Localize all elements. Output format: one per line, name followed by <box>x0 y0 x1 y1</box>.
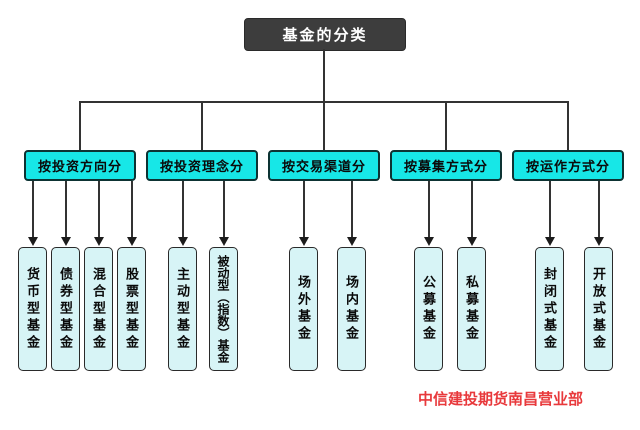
arrow-down-icon <box>218 237 229 246</box>
connector-arrow <box>181 181 184 238</box>
arrow-down-icon <box>60 237 71 246</box>
connector-arrow <box>427 181 430 238</box>
credit-text: 中信建投期货南昌营业部 <box>418 391 584 408</box>
connector-line <box>201 101 203 150</box>
connector-arrow <box>31 181 34 238</box>
connector-arrow <box>97 181 100 238</box>
arrow-down-icon <box>346 237 357 246</box>
arrow-down-icon <box>126 237 137 246</box>
arrow-down-icon <box>177 237 188 246</box>
connector-arrow <box>350 181 353 238</box>
connector-arrow <box>302 181 305 238</box>
leaf-node-money-fund: 货币型基金 <box>18 247 47 371</box>
category-node-investment-direction: 按投资方向分 <box>24 150 136 181</box>
connector-arrow <box>222 181 225 238</box>
connector-arrow <box>548 181 551 238</box>
leaf-node-stock-fund: 股票型基金 <box>117 247 146 371</box>
category-node-operation-method: 按运作方式分 <box>512 150 624 181</box>
arrow-down-icon <box>593 237 604 246</box>
category-node-trading-channel: 按交易渠道分 <box>268 150 380 181</box>
arrow-down-icon <box>27 237 38 246</box>
leaf-node-open-fund: 开放式基金 <box>584 247 613 371</box>
connector-arrow <box>597 181 600 238</box>
arrow-down-icon <box>423 237 434 246</box>
leaf-node-active-fund: 主动型基金 <box>168 247 197 371</box>
connector-line <box>567 101 569 150</box>
connector-arrow <box>130 181 133 238</box>
leaf-node-otc-fund: 场外基金 <box>289 247 318 371</box>
leaf-node-hybrid-fund: 混合型基金 <box>84 247 113 371</box>
leaf-node-private-fund: 私募基金 <box>457 247 486 371</box>
leaf-node-closed-fund: 封闭式基金 <box>535 247 564 371</box>
category-node-fundraising-method: 按募集方式分 <box>390 150 502 181</box>
connector-line <box>445 101 447 150</box>
arrow-down-icon <box>466 237 477 246</box>
root-node-fund-classification: 基金的分类 <box>244 18 406 51</box>
arrow-down-icon <box>298 237 309 246</box>
connector-arrow <box>470 181 473 238</box>
connector-line <box>79 101 81 150</box>
connector-line <box>79 101 569 103</box>
connector-line <box>323 49 325 150</box>
leaf-node-exchange-fund: 场内基金 <box>337 247 366 371</box>
arrow-down-icon <box>544 237 555 246</box>
leaf-node-bond-fund: 债券型基金 <box>51 247 80 371</box>
leaf-node-passive-index-fund: 被动型（指数）基金 <box>209 247 238 371</box>
leaf-node-public-fund: 公募基金 <box>414 247 443 371</box>
arrow-down-icon <box>93 237 104 246</box>
connector-arrow <box>64 181 67 238</box>
category-node-investment-philosophy: 按投资理念分 <box>146 150 258 181</box>
